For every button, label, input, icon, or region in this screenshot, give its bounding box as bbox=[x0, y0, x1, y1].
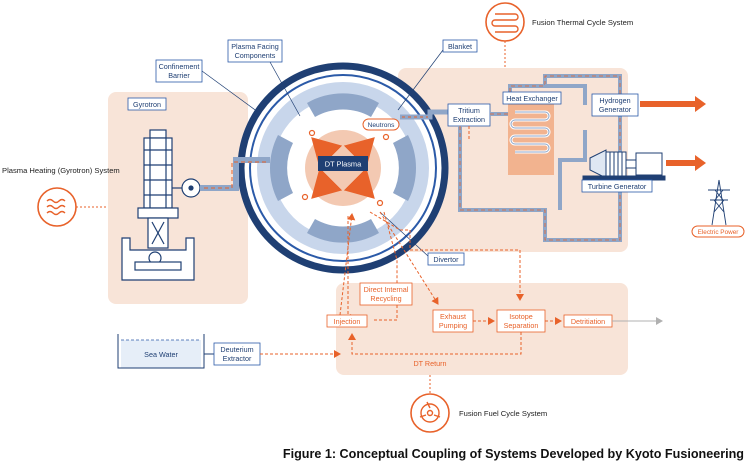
electric-power-label: Electric Power bbox=[698, 229, 740, 236]
electric-output-arrow bbox=[666, 155, 706, 171]
neutrons-badge bbox=[362, 118, 400, 131]
heat-exchanger-body bbox=[508, 103, 554, 175]
blanket-box bbox=[442, 39, 478, 53]
heating-system-title: Plasma Heating (Gyrotron) System bbox=[2, 166, 120, 175]
confinement-label-2: Barrier bbox=[168, 71, 190, 80]
fuel-icon bbox=[410, 393, 450, 433]
deuterium-label-2: Extractor bbox=[223, 354, 252, 363]
thermal-system-title: Fusion Thermal Cycle System bbox=[532, 18, 633, 27]
injection-label: Injection bbox=[334, 317, 361, 326]
exhaust-label-2: Pumping bbox=[439, 321, 467, 330]
figure-caption: Figure 1: Conceptual Coupling of Systems… bbox=[283, 447, 744, 461]
turbine-label: Turbine Generator bbox=[588, 182, 647, 191]
power-tower-icon bbox=[708, 179, 730, 226]
tritium-label-2: Extraction bbox=[453, 115, 485, 124]
divertor-box bbox=[427, 252, 465, 266]
dt-plasma-box bbox=[318, 156, 368, 171]
pfc-label-1: Plasma Facing bbox=[231, 42, 279, 51]
hydrogen-label-2: Generator bbox=[599, 105, 632, 114]
heat-exchanger-box bbox=[502, 91, 562, 105]
hydrogen-box bbox=[591, 93, 639, 117]
heating-icon bbox=[37, 187, 77, 227]
hydrogen-label-1: Hydrogen bbox=[599, 96, 630, 105]
direct-recycling-box bbox=[359, 282, 413, 306]
sea-water-label: Sea Water bbox=[144, 350, 178, 359]
blanket-segment-bottom bbox=[307, 219, 379, 243]
fuel-panel bbox=[336, 283, 628, 375]
gyrotron-label-box bbox=[127, 97, 167, 111]
radiation-icon bbox=[419, 401, 441, 423]
pfc-box bbox=[227, 39, 283, 63]
direct-recycling-label-1: Direct Internal bbox=[364, 285, 409, 294]
fuel-system-title: Fusion Fuel Cycle System bbox=[459, 409, 547, 418]
direct-recycling-label-2: Recycling bbox=[370, 294, 401, 303]
blanket-segment-left bbox=[269, 135, 293, 201]
injection-box bbox=[326, 314, 368, 328]
coil-icon bbox=[491, 13, 519, 33]
wave-icon bbox=[46, 198, 66, 216]
dt-plasma-label: DT Plasma bbox=[325, 160, 362, 169]
divertor-label: Divertor bbox=[433, 255, 459, 264]
deuterium-label-1: Deuterium bbox=[220, 345, 253, 354]
gyrotron-label: Gyrotron bbox=[133, 100, 161, 109]
blanket-label: Blanket bbox=[448, 42, 472, 51]
detritiation-label: Detritiation bbox=[571, 317, 605, 326]
sea-water-tank bbox=[117, 334, 205, 369]
exhaust-label-1: Exhaust bbox=[440, 312, 466, 321]
dt-return-label: DT Return bbox=[413, 359, 446, 368]
heat-exchanger-label: Heat Exchanger bbox=[506, 94, 558, 103]
hydrogen-output-arrow bbox=[640, 96, 706, 112]
confinement-label-1: Confinement bbox=[159, 62, 200, 71]
tritium-label-1: Tritium bbox=[458, 106, 480, 115]
pfc-label-2: Components bbox=[235, 51, 276, 60]
blanket-segment-top bbox=[307, 93, 379, 117]
isotope-label-1: Isotope bbox=[509, 312, 533, 321]
gyrotron-machine bbox=[121, 129, 201, 281]
isotope-label-2: Separation bbox=[504, 321, 539, 330]
turbine-box bbox=[581, 179, 653, 193]
electric-power-badge bbox=[691, 225, 745, 238]
neutrons-label: Neutrons bbox=[368, 122, 395, 129]
blanket-segment-right bbox=[393, 135, 417, 201]
